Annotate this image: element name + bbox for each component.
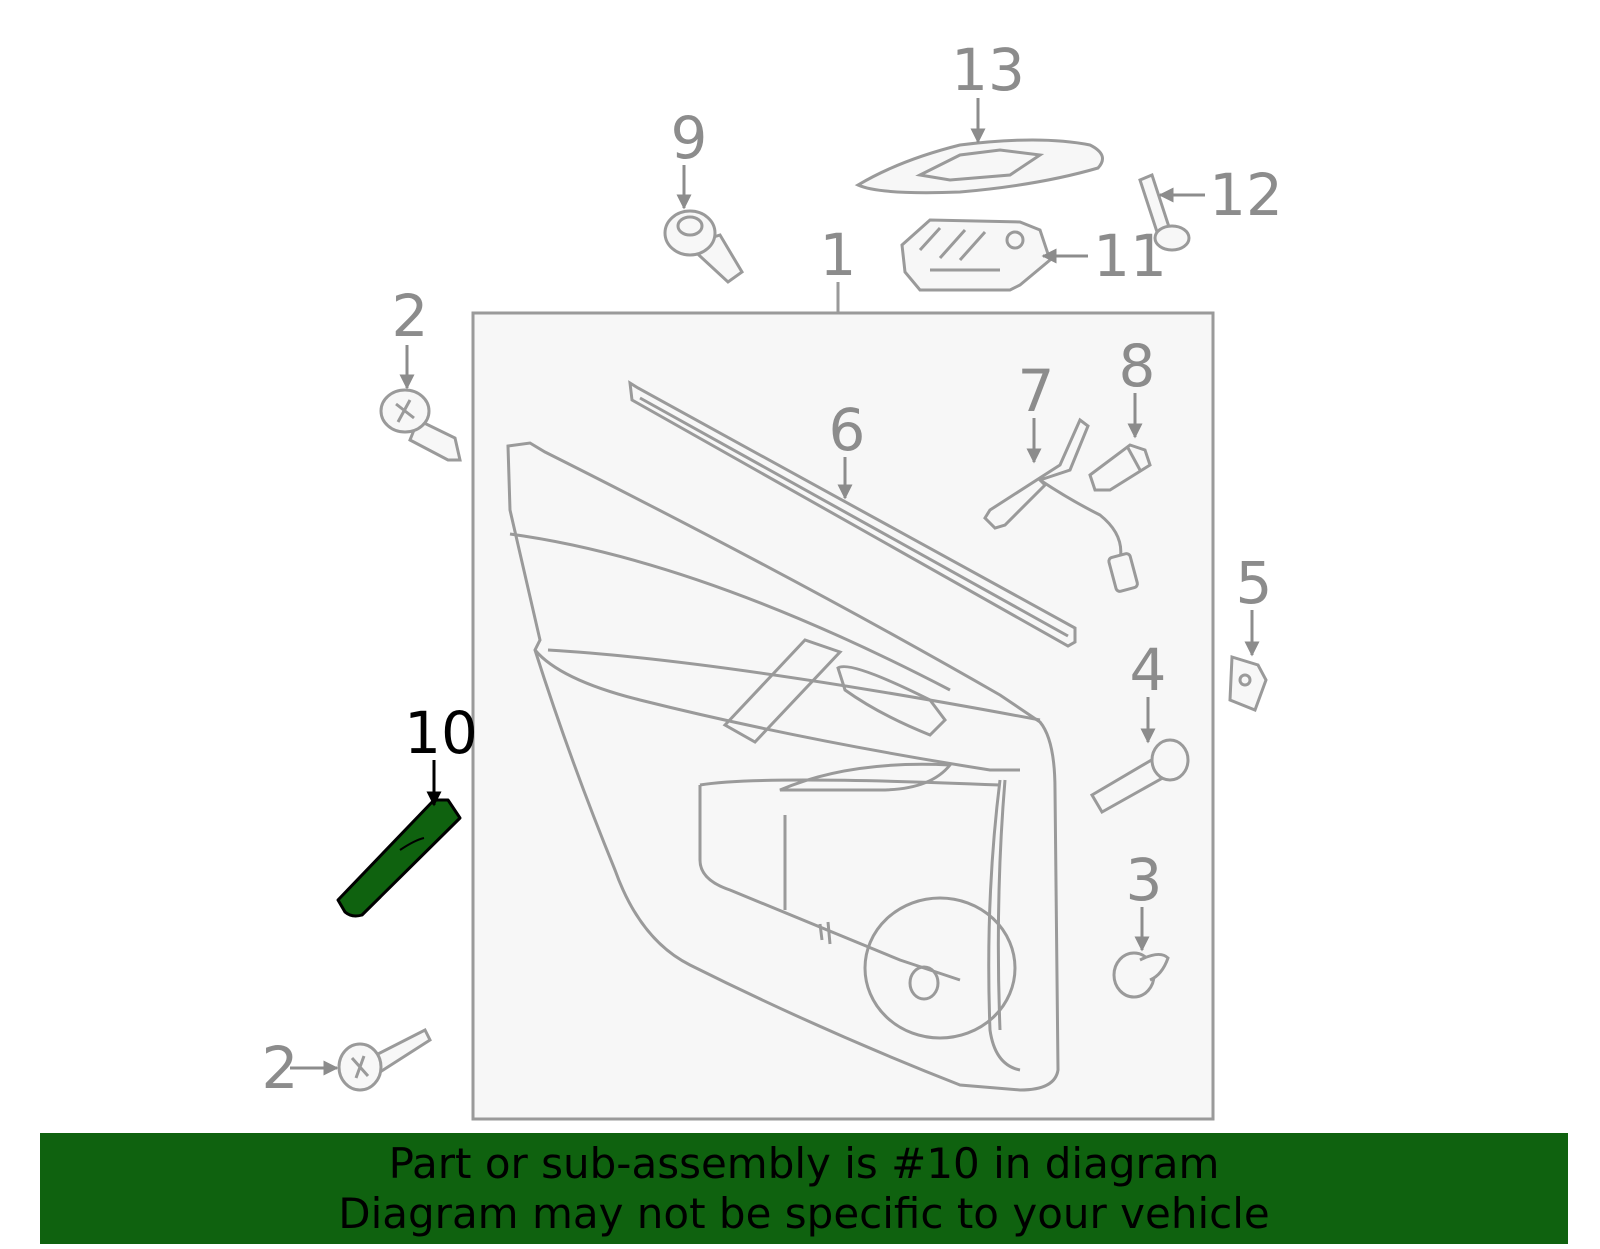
callout-11: 11 [1093, 222, 1167, 290]
callout-13: 13 [951, 36, 1025, 104]
info-banner: Part or sub-assembly is #10 in diagram D… [40, 1133, 1568, 1244]
screw-4 [1089, 738, 1190, 815]
callout-10: 10 [404, 699, 478, 767]
wire-harness [983, 417, 1139, 593]
callout-7: 7 [1018, 357, 1055, 425]
window-switch-bezel [854, 138, 1104, 195]
push-pin-9 [663, 209, 744, 284]
clip-5 [1228, 654, 1268, 712]
banner-line-1: Part or sub-assembly is #10 in diagram [388, 1138, 1220, 1188]
callout-8: 8 [1119, 332, 1156, 400]
callout-2-lower: 2 [262, 1034, 299, 1102]
callout-9: 9 [671, 104, 708, 172]
leader-arrows [290, 98, 1260, 1076]
callout-1: 1 [820, 221, 857, 289]
clip-8 [1088, 443, 1152, 492]
switch-assembly [900, 218, 1052, 292]
screw-12 [1138, 172, 1191, 252]
highlighted-part-10 [336, 798, 462, 918]
callout-6: 6 [829, 396, 866, 464]
callout-4: 4 [1130, 636, 1167, 704]
push-clip-3 [1112, 951, 1170, 999]
callout-5: 5 [1236, 549, 1273, 617]
callout-2-upper: 2 [392, 282, 429, 350]
callout-3: 3 [1126, 846, 1163, 914]
banner-line-2: Diagram may not be specific to your vehi… [338, 1188, 1270, 1238]
belt-molding-strip [628, 380, 1077, 648]
door-panel-assembly [471, 282, 1215, 1121]
screw-2-lower [337, 1027, 432, 1092]
screw-2-upper [379, 388, 462, 462]
callout-12: 12 [1209, 161, 1283, 229]
